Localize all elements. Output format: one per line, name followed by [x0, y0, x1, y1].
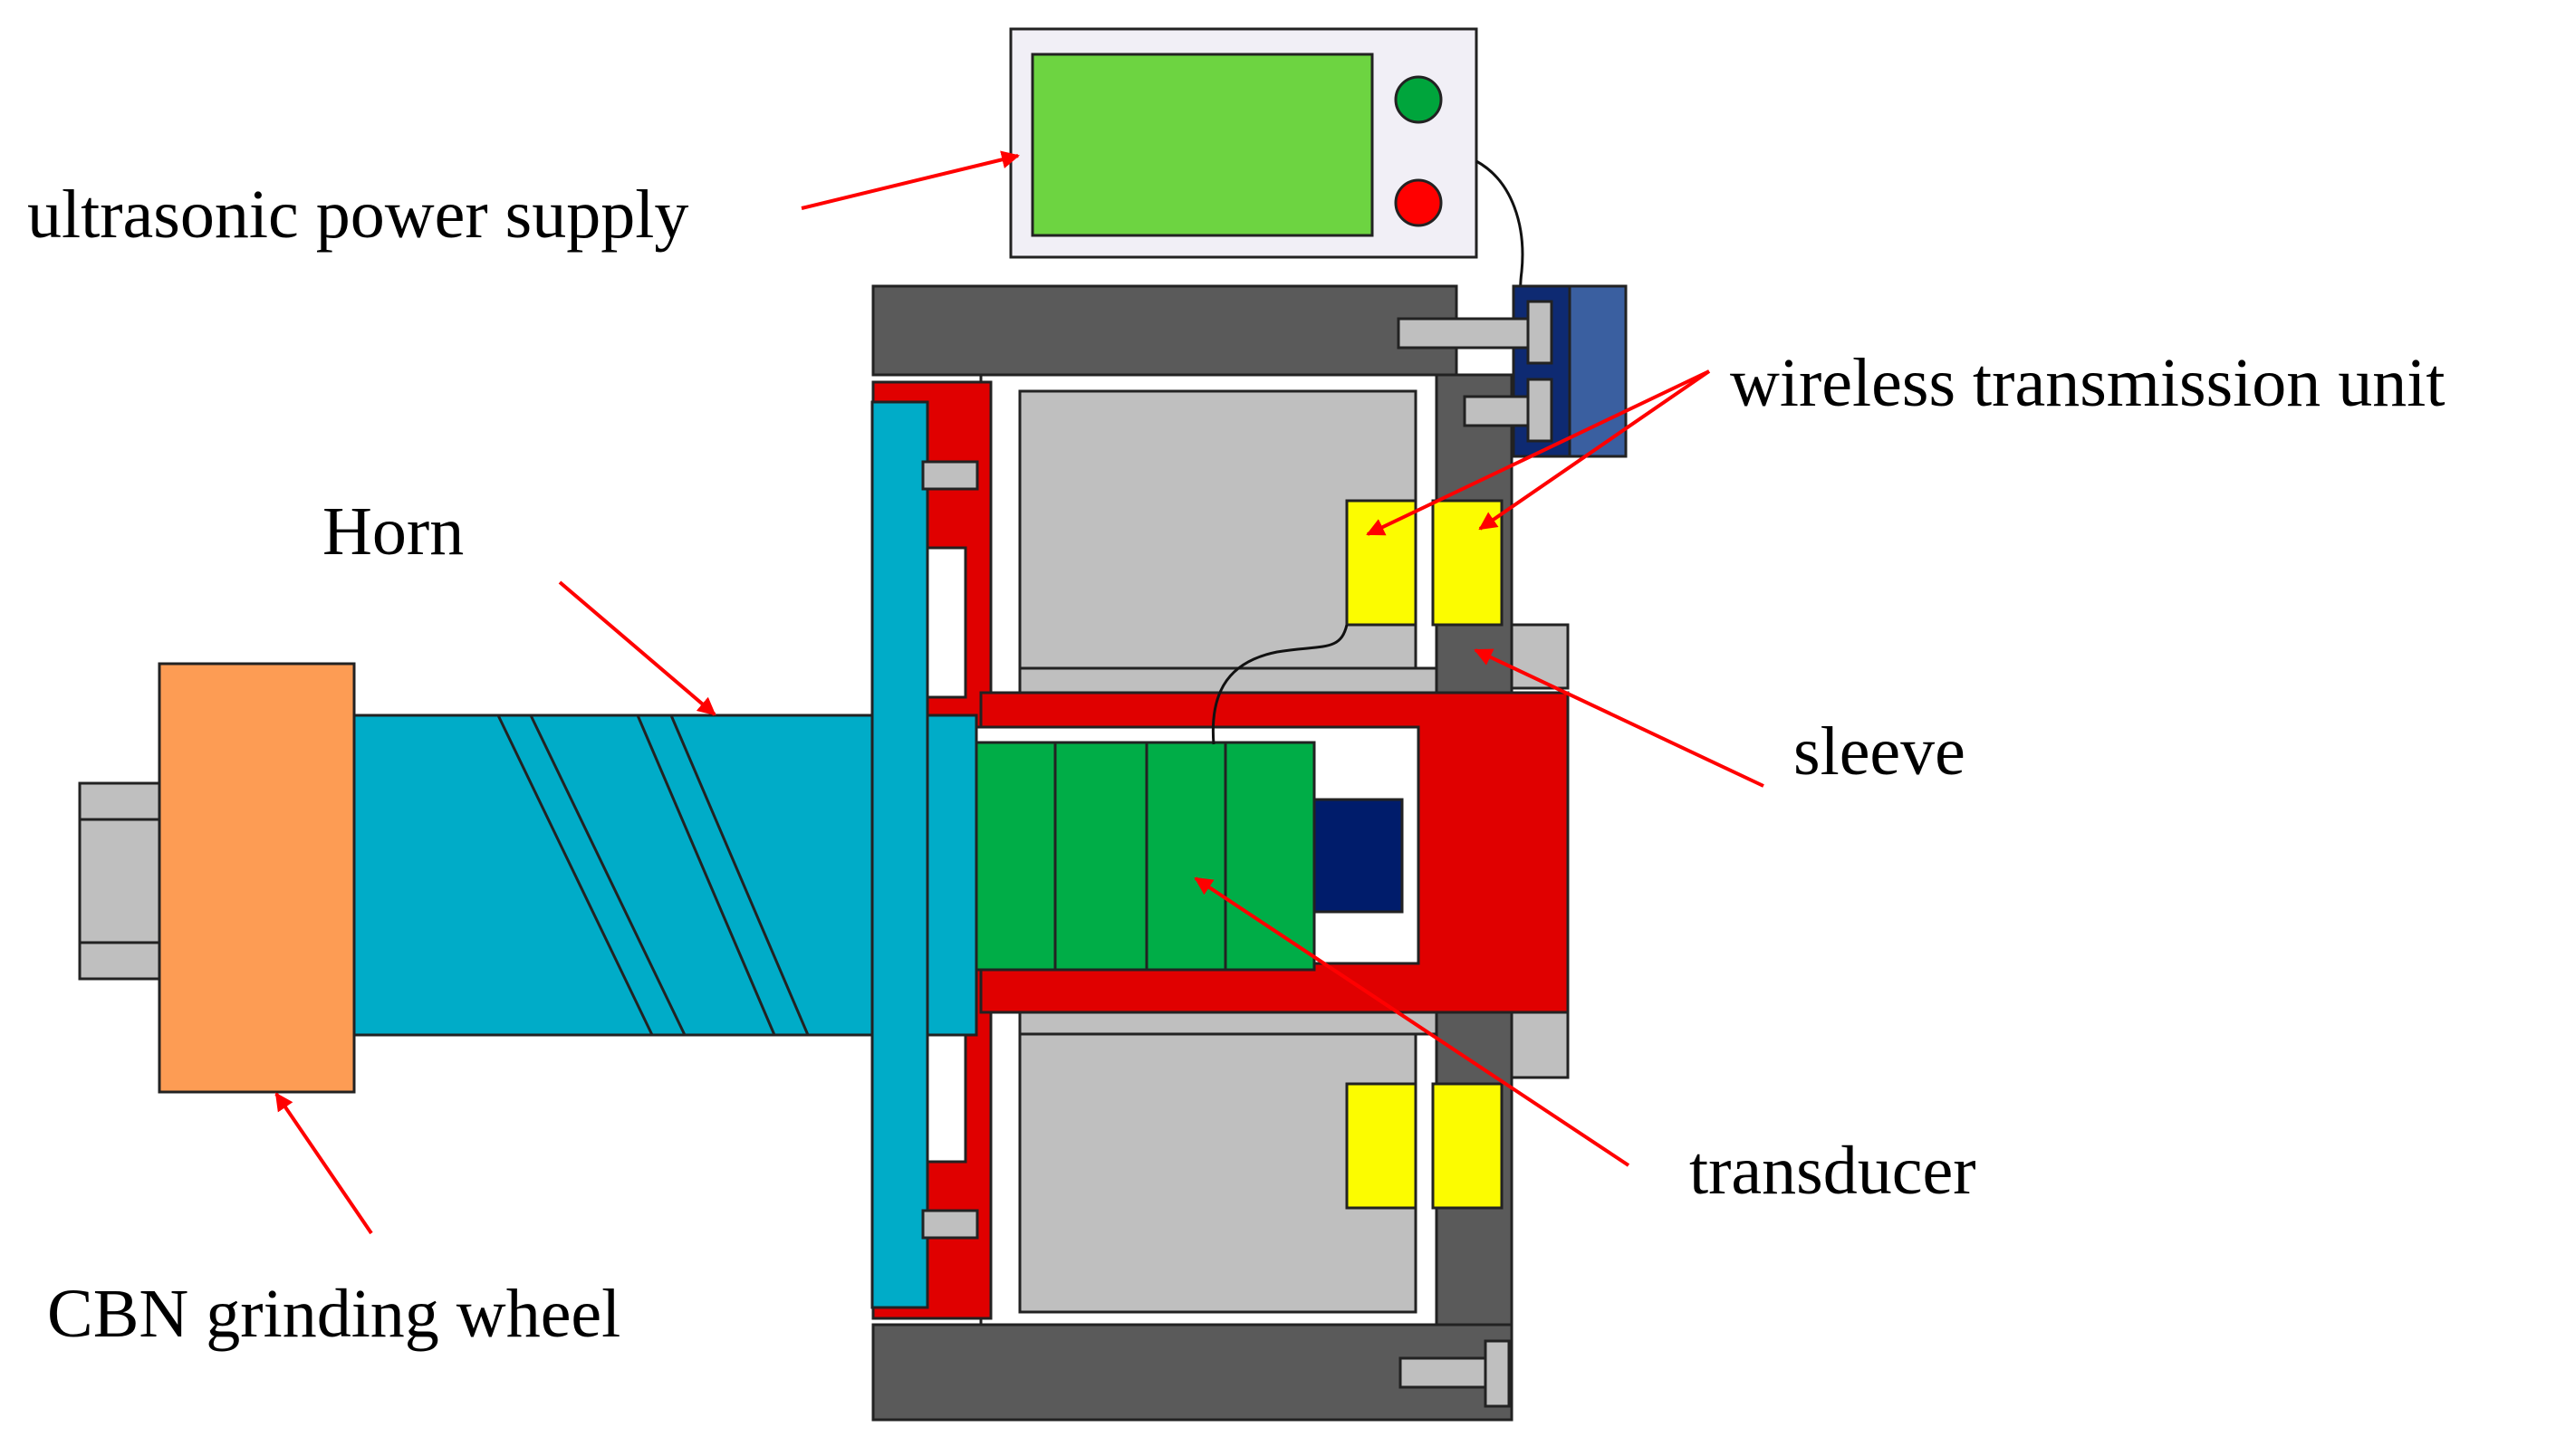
transducer [975, 741, 1404, 972]
housing-top-plate [871, 284, 1458, 377]
connector-bolt [1397, 317, 1530, 350]
arrow-grinding-wheel [274, 1092, 373, 1235]
label-horn: Horn [322, 493, 464, 570]
signal-wire [1211, 624, 1349, 745]
ultrasonic-power-supply [1009, 27, 1478, 259]
red-button [1394, 178, 1443, 227]
bolt [921, 460, 979, 491]
flange-window-lower [920, 1011, 967, 1164]
connector [1397, 284, 1628, 458]
connector-bolt-head [1526, 300, 1553, 365]
horn-flange [870, 400, 929, 1309]
horn-groove [636, 714, 776, 1036]
power-supply-screen [1031, 53, 1374, 237]
transducer-end-mass [1312, 798, 1404, 914]
horn-hub [926, 714, 978, 1037]
wireless-unit-lower-right [1431, 1082, 1504, 1210]
arrow-wireless-1 [1366, 369, 1710, 536]
horn-groove [496, 714, 654, 1036]
bolt-shank [1398, 1356, 1493, 1389]
label-grinding-wheel: CBN grinding wheel [47, 1276, 620, 1352]
sleeve-upper [1510, 623, 1570, 690]
label-sleeve: sleeve [1793, 714, 1965, 790]
wireless-unit-upper-left [1345, 499, 1417, 627]
arrow-wireless-2 [1478, 369, 1711, 531]
cbn-grinding-wheel [158, 662, 356, 1094]
arrow-transducer [1194, 876, 1630, 1167]
sleeve-lower [1510, 1011, 1570, 1079]
label-transducer: transducer [1689, 1133, 1976, 1209]
horn [351, 400, 978, 1309]
arrow-power-supply [801, 150, 1020, 210]
lower-gray-strip [1018, 1011, 1438, 1036]
horn-groove [529, 714, 687, 1036]
horn-body [351, 714, 880, 1037]
label-power-supply: ultrasonic power supply [27, 177, 688, 253]
bolt-head [1484, 1339, 1511, 1408]
label-wireless: wireless transmission unit [1730, 345, 2445, 421]
nut [78, 781, 161, 981]
arrow-sleeve [1474, 648, 1764, 788]
connector-bolt-head [1526, 378, 1553, 443]
green-button [1394, 75, 1443, 124]
arrow-horn [558, 580, 716, 716]
upper-gray-strip [1018, 666, 1438, 697]
wireless-unit-lower-left [1345, 1082, 1417, 1210]
bolt [921, 1209, 979, 1240]
horn-groove [669, 714, 810, 1036]
flange-window-upper [920, 546, 967, 699]
connector-bolt [1463, 395, 1530, 427]
